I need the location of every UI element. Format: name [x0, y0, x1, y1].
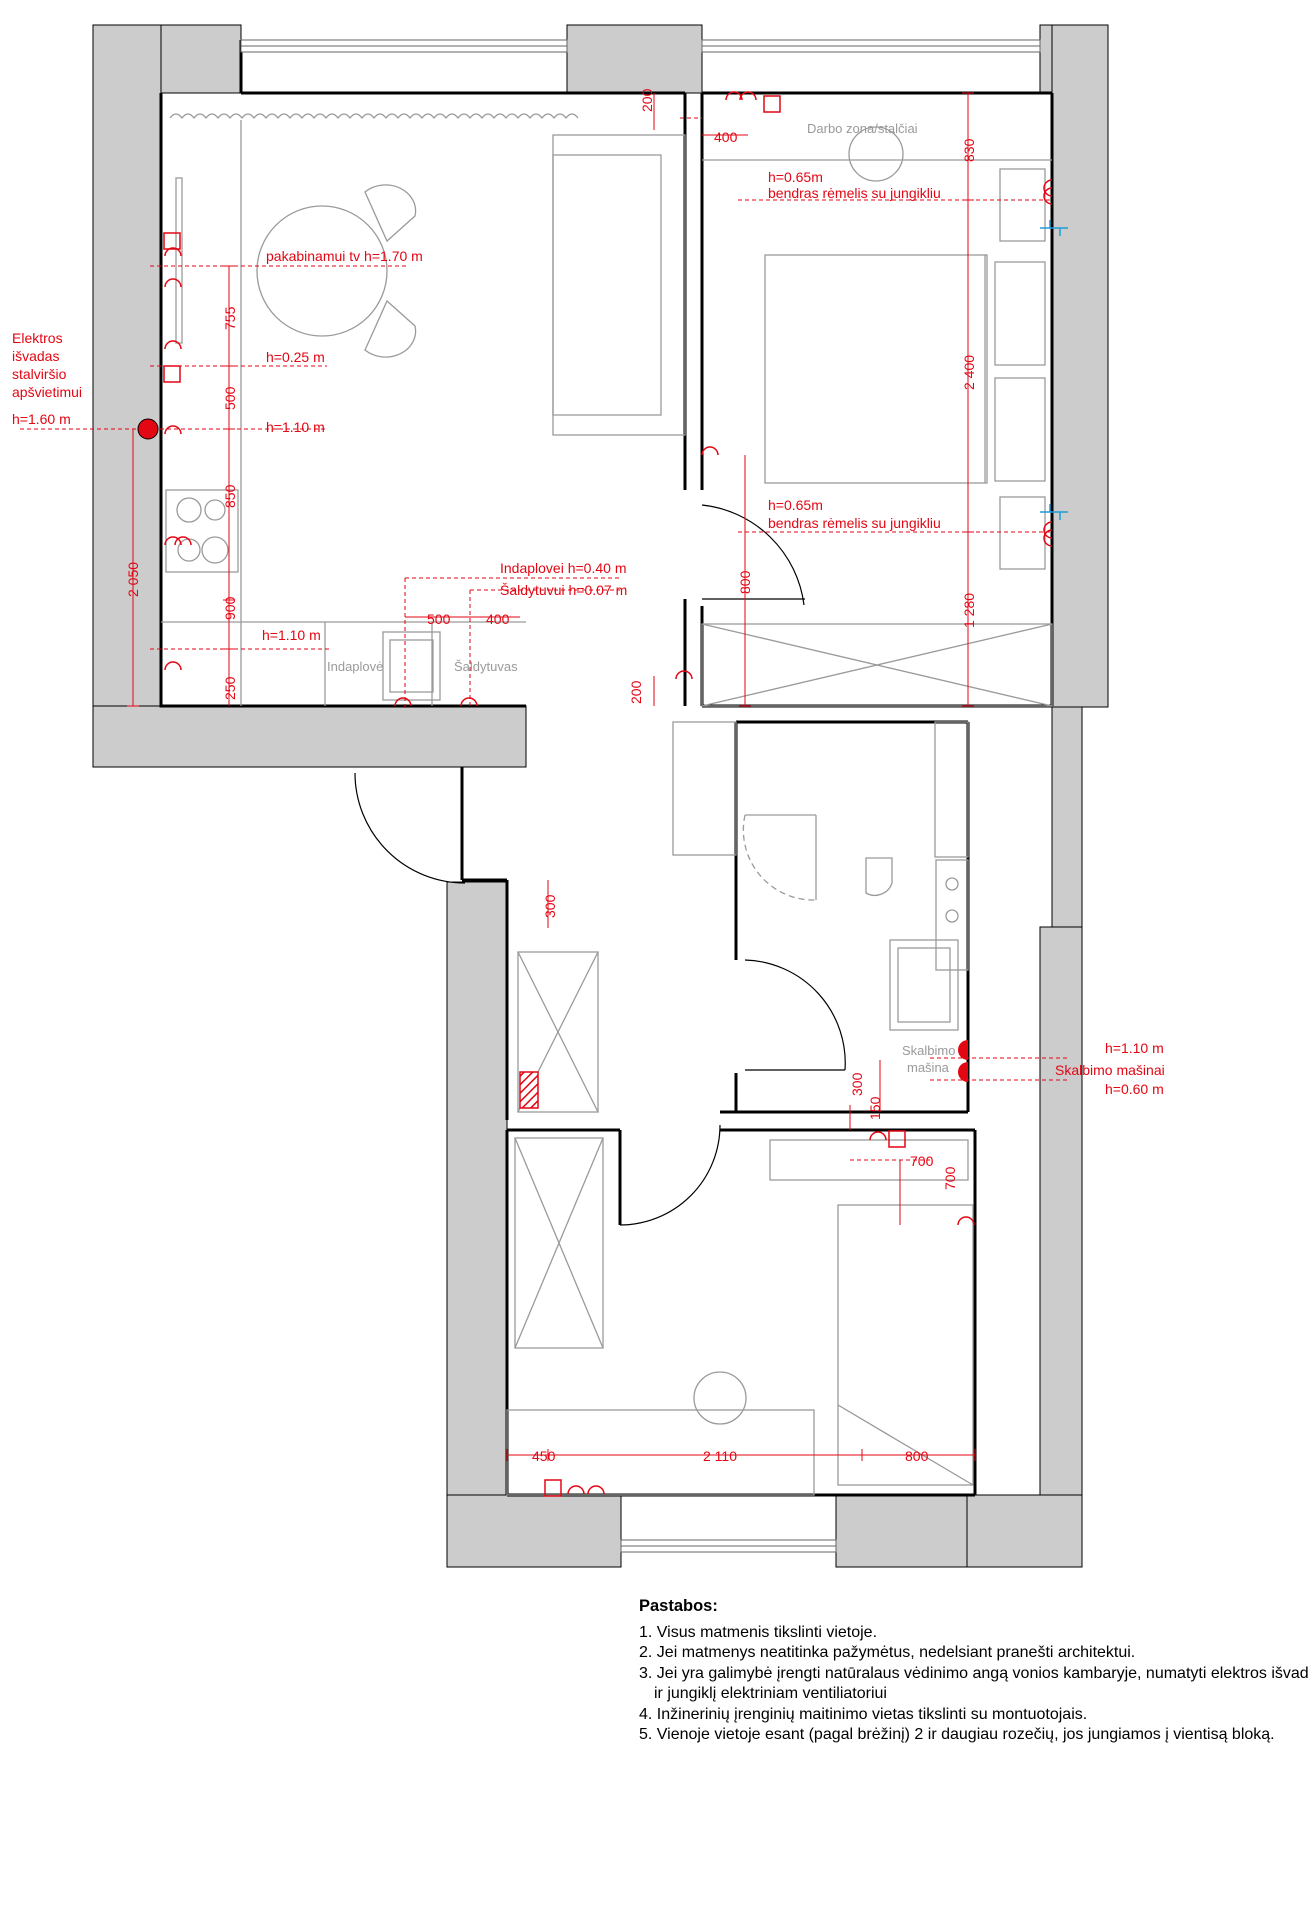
dim-1280: 1 280	[961, 593, 977, 628]
annotation-h110-b: h=1.10 m	[262, 627, 321, 643]
dim-830: 830	[961, 138, 977, 162]
washing-machine-socket-icon	[958, 1040, 968, 1082]
dim-700-h: 700	[910, 1153, 934, 1169]
label-indaplove: Indaplovė	[327, 659, 383, 674]
notes-block: Pastabos: 1. Visus matmenis tikslinti vi…	[639, 1596, 1308, 1746]
annotation-h110-a: h=1.10 m	[266, 419, 325, 435]
dim-2050: 2 050	[125, 562, 141, 597]
annotation-lines	[20, 117, 1070, 1161]
walls	[92, 24, 1109, 1568]
dim-300-b: 300	[849, 1072, 865, 1096]
dim-800-h: 800	[905, 1448, 929, 1464]
note-item: 1. Visus matmenis tikslinti vietoje.	[639, 1623, 878, 1641]
dim-300-a: 300	[542, 894, 558, 918]
annotation-elektros-1: Elektros	[12, 330, 63, 346]
dim-2400: 2 400	[961, 355, 977, 390]
socket-icons	[163, 91, 1053, 1497]
lighting-outlet-icon	[137, 418, 159, 440]
annotation-elektros-5: h=1.60 m	[12, 411, 71, 427]
annotation-elektros-3: stalviršio	[12, 366, 67, 382]
dim-150: 150	[867, 1096, 883, 1120]
note-item: 5. Vienoje vietoje esant (pagal brėžinį)…	[639, 1726, 1275, 1743]
dim-755: 755	[222, 306, 238, 330]
dim-900: 900	[222, 596, 238, 620]
dim-850: 850	[222, 484, 238, 508]
notes-title: Pastabos:	[639, 1597, 718, 1615]
water-outlet-icons	[1040, 220, 1068, 520]
annotation-indaplovei: Indaplovei h=0.40 m	[500, 560, 626, 576]
dim-400-top: 400	[714, 129, 738, 145]
note-item: 2. Jei matmenys neatitinka pažymėtus, ne…	[639, 1644, 1136, 1661]
dim-500-v: 500	[222, 386, 238, 410]
electrical-panel	[519, 1071, 539, 1109]
annotation-tv: pakabinamui tv h=1.70 m	[266, 248, 423, 264]
note-item: ir jungiklį elektriniam ventiliatoriui	[654, 1685, 887, 1702]
note-item: 3. Jei yra galimybė įrengti natūralaus v…	[639, 1664, 1308, 1682]
label-skalbimo-1: Skalbimo	[902, 1043, 955, 1058]
dim-800-v: 800	[737, 570, 753, 594]
label-skalbimo-2: mašina	[907, 1060, 950, 1075]
annotation-bed-top-2: bendras rėmelis su jungikliu	[768, 185, 941, 201]
dimension-labels: 200 400 830 2 400 1 280 800 200 755 500 …	[125, 88, 977, 1464]
furniture	[161, 120, 1053, 1496]
dim-450: 450	[532, 1448, 556, 1464]
notes-list: 1. Visus matmenis tikslinti vietoje. 2. …	[639, 1623, 1308, 1746]
label-saldytuvas: Šaldytuvas	[454, 659, 518, 674]
annotation-saldytuvui: Šaldytuvui h=0.07 m	[500, 582, 627, 598]
dim-500-h: 500	[427, 611, 451, 627]
windows	[240, 39, 1041, 1553]
annotation-wash-1: h=1.10 m	[1105, 1040, 1164, 1056]
dim-200-top: 200	[639, 88, 655, 112]
note-item: 4. Inžinerinių įrenginių maitinimo vieta…	[639, 1705, 1088, 1723]
label-darbo-zona: Darbo zona/stalčiai	[807, 121, 918, 136]
annotation-bed-bot-2: bendras rėmelis su jungikliu	[768, 515, 941, 531]
dim-200-bot: 200	[628, 680, 644, 704]
curtain	[169, 113, 579, 119]
annotations: Elektros išvadas stalviršio apšvietimui …	[12, 169, 1165, 1097]
annotation-elektros-2: išvadas	[12, 348, 59, 364]
annotation-bed-bot-1: h=0.65m	[768, 497, 823, 513]
annotation-h025: h=0.25 m	[266, 349, 325, 365]
annotation-bed-top-1: h=0.65m	[768, 169, 823, 185]
dim-250: 250	[222, 676, 238, 700]
dim-400-h: 400	[486, 611, 510, 627]
furniture-labels: Darbo zona/stalčiai Indaplovė Šaldytuvas…	[327, 121, 955, 1075]
dimension-lines	[127, 92, 976, 1461]
annotation-elektros-4: apšvietimui	[12, 384, 82, 400]
annotation-wash-2: Skalbimo mašinai	[1055, 1062, 1165, 1078]
dim-2110: 2 110	[703, 1448, 737, 1464]
dim-700-v: 700	[942, 1166, 958, 1190]
annotation-wash-3: h=0.60 m	[1105, 1081, 1164, 1097]
